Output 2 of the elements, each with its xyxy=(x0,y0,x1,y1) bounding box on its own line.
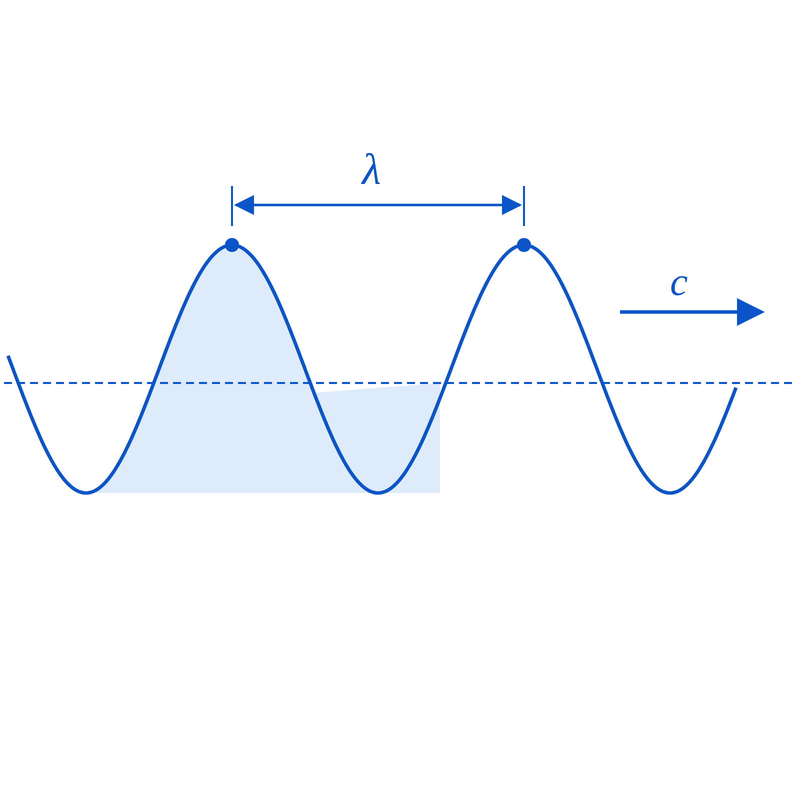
speed-label: c xyxy=(670,262,688,302)
wavelength-label: λ xyxy=(362,148,382,192)
